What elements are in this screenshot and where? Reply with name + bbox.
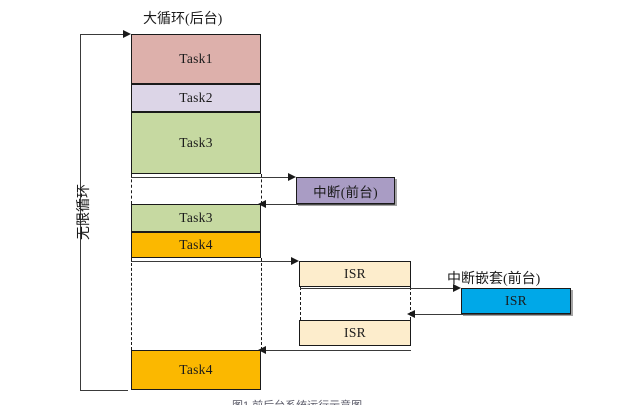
dash-isr-left — [300, 287, 301, 320]
task-block-task2[interactable]: Task2 — [131, 84, 261, 112]
connector-to-nested-isr — [300, 288, 456, 289]
loop-bracket-bottom — [80, 390, 128, 391]
task-block-label: Task3 — [179, 135, 213, 150]
isr-block-label: ISR — [505, 293, 527, 308]
task-block-label: Task3 — [179, 210, 213, 225]
isr-block-nested[interactable]: ISR — [461, 288, 571, 314]
dash-isr-right — [410, 287, 411, 320]
connector-to-interrupt — [131, 177, 291, 178]
task-block-task3-first[interactable]: Task3 — [131, 112, 261, 174]
task-block-task4-first[interactable]: Task4 — [131, 232, 261, 258]
task-block-task3-second[interactable]: Task3 — [131, 204, 261, 232]
connector-from-nested-isr-arrow-icon — [407, 309, 415, 318]
dash-right-task-edge-b — [261, 258, 262, 350]
task-block-label: Task2 — [179, 90, 213, 105]
connector-to-interrupt-arrow-icon — [288, 172, 296, 181]
connector-to-isr-upper-arrow-icon — [291, 256, 299, 265]
isr-block-label: ISR — [344, 325, 366, 340]
task-block-label: Task1 — [179, 51, 213, 66]
figure-caption: 图1 前后台系统运行示意图 — [232, 397, 362, 405]
connector-from-nested-isr — [415, 314, 571, 315]
connector-to-isr-upper — [131, 261, 294, 262]
nested-interrupt-title: 中断嵌套(前台) — [447, 272, 541, 287]
interrupt-block[interactable]: 中断(前台) — [296, 177, 395, 204]
connector-to-nested-isr-arrow-icon — [453, 283, 461, 292]
connector-from-isr-lower — [266, 350, 411, 351]
dash-left-task-edge-a — [131, 174, 132, 204]
isr-block-lower[interactable]: ISR — [299, 320, 411, 346]
interrupt-block-label: 中断(前台) — [313, 184, 378, 200]
isr-block-upper[interactable]: ISR — [299, 261, 411, 287]
loop-bracket-top — [80, 34, 128, 35]
dash-right-task-edge-a — [261, 174, 262, 204]
loop-bracket-arrow-icon — [123, 29, 131, 38]
task-block-task4-second[interactable]: Task4 — [131, 350, 261, 390]
task-block-label: Task4 — [179, 362, 213, 377]
isr-block-label: ISR — [344, 266, 366, 281]
main-loop-title: 大循环(后台) — [143, 12, 223, 27]
dash-left-task-edge-b — [131, 258, 132, 350]
infinite-loop-label: 无限循环 — [77, 184, 92, 240]
task-block-label: Task4 — [179, 237, 213, 252]
task-block-task1[interactable]: Task1 — [131, 34, 261, 84]
connector-from-interrupt — [266, 204, 395, 205]
connector-from-interrupt-arrow-icon — [258, 199, 266, 208]
connector-from-isr-lower-arrow-icon — [258, 345, 266, 354]
loop-bracket-side — [80, 34, 81, 390]
